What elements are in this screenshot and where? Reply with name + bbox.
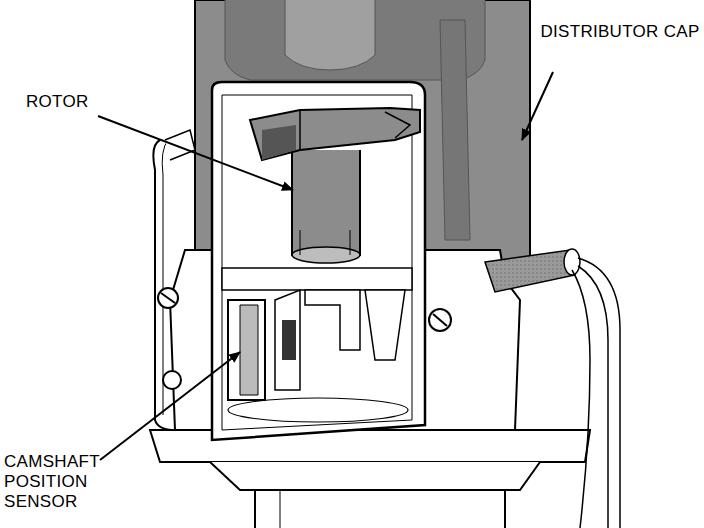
part-label: CAMSHAFT POSITION SENSOR (4, 452, 124, 512)
part-label: DISTRIBUTOR CAP (540, 22, 700, 42)
part-label: ROTOR (26, 92, 106, 112)
